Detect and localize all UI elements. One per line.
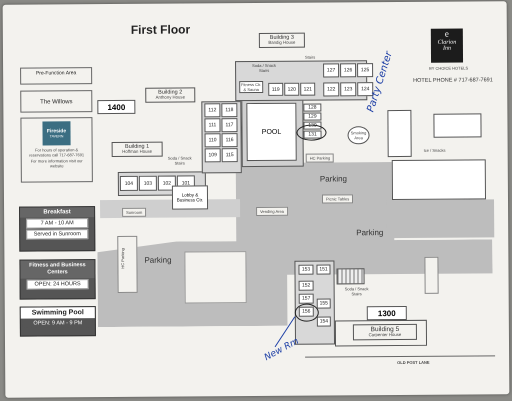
- parking-label-center: Parking: [319, 174, 348, 184]
- old-post-lane-line: [305, 355, 496, 358]
- breakfast-info: Breakfast 7 AM - 10 AM Served in Sunroom: [19, 206, 96, 252]
- room-153: 153: [298, 264, 314, 275]
- ice-snacks-label: Ice / Snacks: [423, 147, 446, 153]
- room-118: 118: [221, 103, 238, 118]
- parking-label-right: Parking: [356, 228, 384, 238]
- the-willows: The Willows: [20, 90, 93, 113]
- right-road: [386, 199, 495, 239]
- right-annex: [433, 113, 482, 138]
- fitness-sauna-label: Fitness Ctr. & Sauna: [239, 80, 264, 94]
- building-3-label: Building 3 Bandig House: [258, 32, 305, 49]
- clarion-mark-icon: e: [444, 28, 449, 39]
- hc-parking-label-left: HC Parking: [120, 248, 126, 269]
- room-131-circle: [296, 124, 327, 141]
- hotel-phone: HOTEL PHONE # 717-687-7691: [413, 77, 493, 84]
- room-104: 104: [119, 175, 138, 191]
- pre-function-area: Pre-Function Area: [20, 67, 93, 85]
- vending-label-b5: Soda / Snack Stairs: [344, 286, 369, 297]
- parking-stalls: [424, 256, 439, 294]
- room-123: 123: [340, 82, 357, 97]
- walkway: [100, 199, 241, 219]
- building-2-label: Building 2 Anthony House: [145, 87, 196, 104]
- fireside-tavern: Fireside TAVERN For hours of operation &…: [20, 117, 93, 183]
- room-111: 111: [204, 118, 221, 133]
- room-129: 129: [303, 112, 322, 121]
- party-center-building: [387, 109, 412, 158]
- room-151: 151: [316, 264, 331, 275]
- grass-strip: [184, 251, 247, 304]
- vending-label-b1: Soda / Snack Stairs: [167, 155, 192, 166]
- room-112: 112: [204, 103, 221, 118]
- page-title: First Floor: [130, 22, 191, 37]
- right-building: [391, 159, 487, 201]
- smoking-area: Smoking Area: [347, 126, 370, 145]
- vending-label-b3: Soda / Snack Stairs: [252, 62, 276, 73]
- building-5-wing: [334, 319, 428, 347]
- room-152: 152: [298, 280, 314, 291]
- room-128: 128: [303, 103, 322, 112]
- room-109: 109: [204, 148, 221, 163]
- room-125: 125: [357, 63, 374, 78]
- pool: POOL: [246, 102, 297, 162]
- stairs-b5: [336, 268, 365, 285]
- room-154: 154: [316, 316, 331, 327]
- room-157: 157: [298, 293, 314, 304]
- hc-parking-label-top: HC Parking: [305, 153, 335, 163]
- picnic-tables-label: Picnic Tables: [321, 194, 354, 204]
- room-121: 121: [300, 82, 316, 96]
- room-116: 116: [221, 133, 238, 148]
- room-103: 103: [138, 175, 157, 191]
- handwritten-arrow: [274, 316, 296, 348]
- room-117: 117: [221, 118, 238, 133]
- room-120: 120: [284, 82, 300, 96]
- building-1400-number: 1400: [97, 99, 136, 115]
- parking-label-left: Parking: [144, 255, 172, 265]
- stairs-label: Stairs: [304, 54, 316, 60]
- room-115: 115: [221, 148, 238, 163]
- fireside-logo: Fireside TAVERN: [42, 121, 71, 146]
- room-119: 119: [268, 82, 284, 96]
- room-155: 155: [316, 298, 331, 309]
- fitness-info: Fitness and Business Centers OPEN: 24 HO…: [19, 259, 96, 300]
- brand-tagline: BY CHOICE HOTELS: [429, 65, 469, 71]
- old-post-lane-label: OLD POST LANE: [397, 359, 430, 366]
- building-1-label: Building 1 Hoffman House: [111, 141, 163, 158]
- room-126: 126: [340, 63, 357, 78]
- lobby-business-center: Lobby & Business Ctr.: [171, 185, 209, 210]
- room-122: 122: [323, 82, 340, 97]
- vending-area-label: Vending Area: [256, 206, 288, 216]
- room-127: 127: [323, 63, 340, 78]
- room-110: 110: [204, 133, 221, 148]
- clarion-logo: e Clarion Inn: [430, 28, 464, 63]
- sunroom-label: Sunroom: [122, 207, 147, 217]
- building-1300-number: 1300: [366, 305, 407, 321]
- pool-info: Swimming Pool OPEN: 9 AM - 9 PM: [19, 306, 96, 337]
